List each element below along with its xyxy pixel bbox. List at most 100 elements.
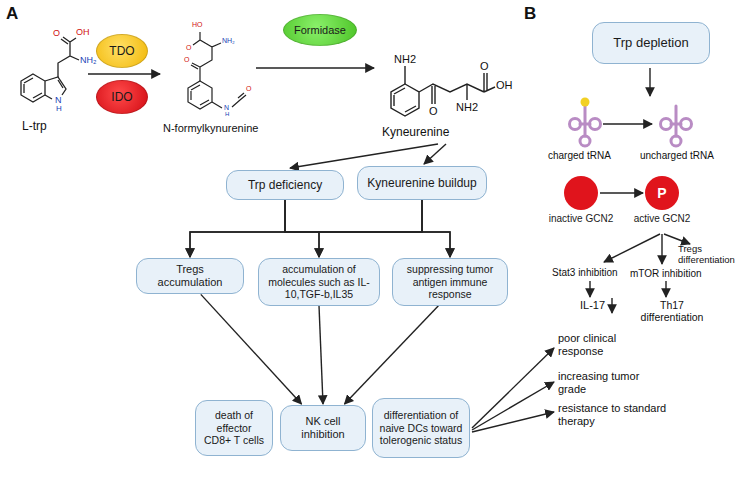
atom-label: O (246, 85, 251, 93)
atom-label: N (224, 104, 229, 112)
arrow (290, 144, 438, 168)
outcome-box: differentiation of naive DCs toward tole… (372, 398, 470, 458)
benzene-ring (188, 81, 212, 109)
arrow (649, 68, 650, 96)
connector-arrow (201, 294, 302, 404)
atom-label: H (56, 104, 62, 113)
process-box: Tregs accumulation (136, 258, 244, 294)
node-text: NK cell inhibition (287, 415, 359, 441)
panel-letter: A (6, 4, 18, 24)
double-bonds (394, 88, 416, 112)
arrow (424, 144, 446, 164)
gcn2-circle (564, 176, 598, 210)
pathway-arrows (88, 68, 554, 432)
node-text: Trp deficiency (248, 178, 322, 192)
ltrp-structure (21, 37, 79, 102)
process-box: Trp deficiency (226, 170, 344, 200)
molecule-name: Kyneurenine (382, 126, 449, 140)
node-text: Kyneurenine buildup (367, 176, 476, 190)
atom-label: O (184, 56, 189, 64)
arrow (472, 382, 554, 430)
chain (191, 32, 246, 108)
effect-label: IL-17 (580, 299, 605, 312)
atom-label: O (480, 60, 489, 73)
connector-arrow (345, 306, 439, 404)
molecule-name: N-formylkynurenine (163, 122, 258, 135)
node-label: inactive GCN2 (549, 213, 613, 224)
effect-label: Tregs differentiation (678, 244, 746, 266)
outcome-label: resistance to standard therapy (558, 402, 683, 427)
enzyme-ellipse: IDO (96, 80, 148, 114)
side-chain (58, 37, 79, 77)
arrow (661, 234, 662, 264)
atom-label: OH (76, 27, 90, 37)
connector-arrow (422, 200, 450, 257)
double-bonds (24, 78, 42, 98)
gcn2-node: inactive GCN2 (544, 176, 618, 224)
process-box: accumulation of molecules such as IL-10,… (258, 258, 380, 306)
arrow (665, 281, 666, 297)
node-text: accumulation of molecules such as IL-10,… (265, 263, 373, 301)
nfk-structure (188, 32, 246, 109)
node-text: IDO (111, 90, 132, 104)
arrow (88, 73, 160, 74)
trna-label: uncharged tRNA (640, 150, 714, 162)
gcn2-circle: P (645, 176, 679, 210)
process-box: suppressing tumor antigen immune respons… (392, 258, 508, 306)
atom-label: NH₂ (222, 37, 235, 45)
connector-arrow (319, 306, 323, 404)
enzyme-ellipse: TDO (96, 34, 148, 68)
process-box: Kyneurenine buildup (357, 166, 487, 200)
benzene-ring (391, 84, 419, 116)
connector-arrow (190, 200, 285, 257)
connector-arrow (319, 200, 422, 257)
node-text: Tregs accumulation (143, 263, 237, 289)
effect-label: Th17 differentiation (632, 299, 712, 323)
amino-acid-dot (581, 98, 590, 107)
outcome-box: NK cell inhibition (280, 405, 366, 451)
enzyme-ellipse: Formidase (283, 14, 357, 46)
atom-label: OH (496, 79, 513, 92)
node-text: Formidase (294, 24, 346, 36)
node-text: death of effector CD8+ T cells (202, 409, 266, 447)
arrow (604, 234, 660, 262)
benzene-ring (21, 74, 45, 102)
trna-label: charged tRNA (548, 150, 611, 162)
double-bonds (191, 85, 209, 105)
arrow (472, 348, 554, 428)
node-label: active GCN2 (634, 213, 691, 224)
connector-arrow (285, 200, 319, 257)
connector-arrow (285, 200, 450, 257)
arrow (603, 123, 652, 124)
node-text: TDO (109, 44, 134, 58)
panel-letter: B (524, 4, 536, 24)
decrease-arrow (611, 298, 612, 313)
gcn2-node: Pactive GCN2 (624, 176, 700, 224)
atom-label: H (225, 111, 229, 118)
atom-label: NH2 (456, 101, 478, 114)
arrow (664, 234, 690, 244)
connector-arrow (600, 192, 643, 193)
phospho-label: P (657, 185, 666, 201)
atom-label: O (429, 105, 438, 118)
arrow (472, 412, 554, 432)
process-box: Trp depletion (592, 22, 710, 64)
atom-label: NH₂ (80, 55, 97, 65)
uncharged-trna (661, 106, 692, 146)
atom-label: HO (192, 21, 203, 29)
atom-label: N (55, 95, 62, 105)
arrow (589, 281, 590, 297)
atom-label: NH2 (394, 53, 416, 66)
charged-trna (570, 106, 601, 146)
atom-label: O (53, 28, 60, 38)
outcome-label: poor clinical response (558, 332, 640, 357)
outcome-label: increasing tumor grade (558, 370, 658, 395)
effect-label: mTOR inhibition (630, 268, 702, 280)
connector-arrow (190, 200, 422, 257)
atom-label: O (186, 44, 191, 52)
node-text: Trp depletion (613, 35, 688, 51)
effect-label: Stat3 inhibition (552, 267, 618, 279)
arrow (256, 67, 374, 68)
kyn-structure (391, 66, 495, 116)
